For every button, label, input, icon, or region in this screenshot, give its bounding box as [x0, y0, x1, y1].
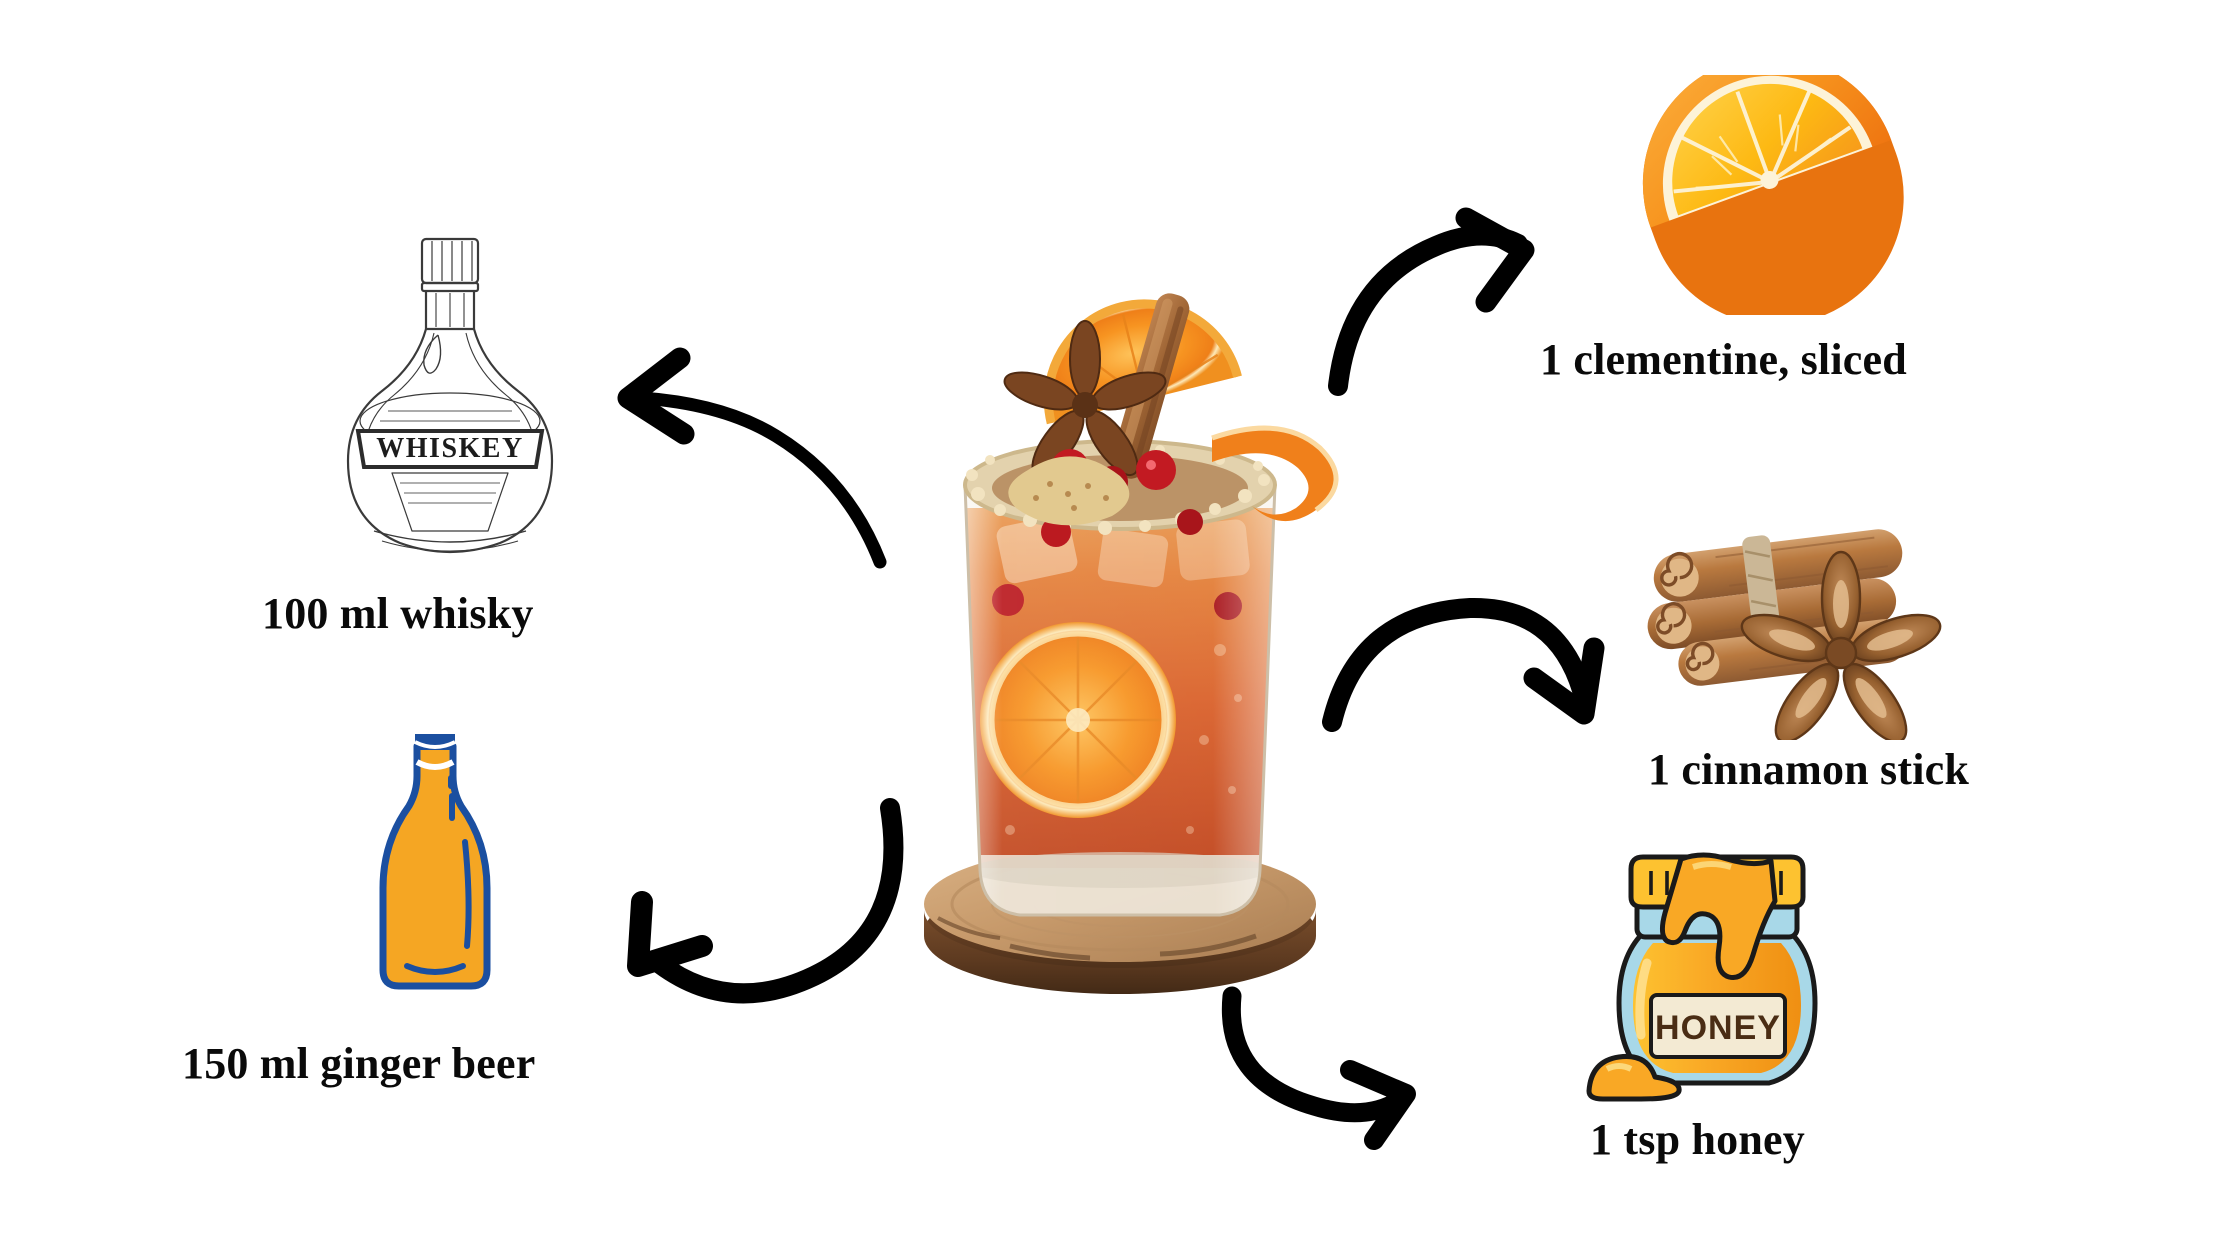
label-ginger-beer: 150 ml ginger beer	[182, 1039, 536, 1088]
arrow-to-cinnamon	[1322, 597, 1605, 732]
beer-bottle-icon	[355, 720, 515, 1000]
orange-twist-garnish	[1211, 425, 1339, 522]
label-clementine: 1 clementine, sliced	[1540, 335, 1907, 384]
arrow-to-honey	[1221, 986, 1416, 1150]
whiskey-bottle-label-text: WHISKEY	[376, 433, 523, 464]
arrow-to-ginger-beer	[627, 798, 904, 1004]
cocktail-photo	[860, 270, 1380, 1000]
orange-slice-icon	[1625, 55, 1925, 325]
garnish-cluster	[1003, 293, 1339, 526]
whiskey-bottle-label: WHISKEY	[355, 429, 545, 469]
star-anise	[1740, 550, 1942, 744]
honey-jar-label-text: HONEY	[1655, 1009, 1781, 1047]
whiskey-bottle-icon: WHISKEY	[330, 225, 570, 565]
label-whisky: 100 ml whisky	[262, 589, 534, 638]
arrow-to-clementine	[1328, 207, 1535, 396]
label-honey: 1 tsp honey	[1590, 1115, 1805, 1164]
arrow-to-whisky	[617, 347, 887, 569]
cinnamon-sticks-icon	[1645, 520, 1945, 744]
honey-jar-icon: HONEY	[1585, 835, 1865, 1105]
rocks-glass	[963, 483, 1277, 917]
cranberry	[1136, 450, 1176, 490]
label-cinnamon: 1 cinnamon stick	[1648, 745, 1970, 794]
star-anise-garnish	[1003, 320, 1167, 476]
